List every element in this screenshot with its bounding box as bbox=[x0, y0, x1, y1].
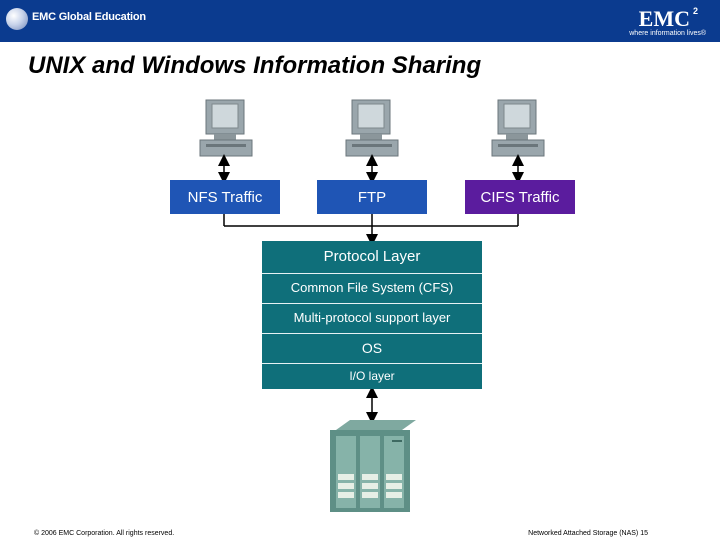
slide-title: UNIX and Windows Information Sharing bbox=[28, 52, 482, 79]
ftp-box: FTP bbox=[317, 180, 427, 214]
slide-footer: Networked Attached Storage (NAS) 15 bbox=[528, 530, 648, 537]
copyright-footer: © 2006 EMC Corporation. All rights reser… bbox=[34, 530, 175, 537]
emc-logo-mark: EMC bbox=[638, 6, 690, 31]
layer-io: I/O layer bbox=[349, 369, 395, 383]
storage-array-icon bbox=[330, 420, 416, 512]
layer-multiprotocol: Multi-protocol support layer bbox=[293, 310, 451, 325]
layer-cfs: Common File System (CFS) bbox=[290, 280, 454, 295]
cifs-traffic-box: CIFS Traffic bbox=[465, 180, 575, 214]
emc-tagline: where information lives® bbox=[629, 30, 706, 37]
left-logo-text: EMC Global Education bbox=[32, 11, 146, 23]
computer-icon-ftp bbox=[342, 98, 402, 160]
layer-divider bbox=[262, 333, 482, 334]
layer-protocol: Protocol Layer bbox=[323, 248, 421, 265]
emc-logo-superscript: 2 bbox=[692, 6, 698, 16]
protocol-stack: Protocol Layer Common File System (CFS) … bbox=[262, 241, 482, 389]
layer-divider bbox=[262, 303, 482, 304]
emc-logo: EMC 2 where information lives® bbox=[610, 4, 710, 40]
computer-icon-cifs bbox=[488, 98, 548, 160]
layer-divider bbox=[262, 363, 482, 364]
nfs-traffic-box: NFS Traffic bbox=[170, 180, 280, 214]
header-bar: EMC Global Education EMC 2 where informa… bbox=[0, 0, 720, 42]
layer-os: OS bbox=[361, 340, 383, 356]
computer-icon-nfs bbox=[196, 98, 256, 160]
emc-global-education-logo: EMC Global Education bbox=[6, 4, 146, 36]
globe-icon bbox=[6, 8, 28, 30]
layer-divider bbox=[262, 273, 482, 274]
